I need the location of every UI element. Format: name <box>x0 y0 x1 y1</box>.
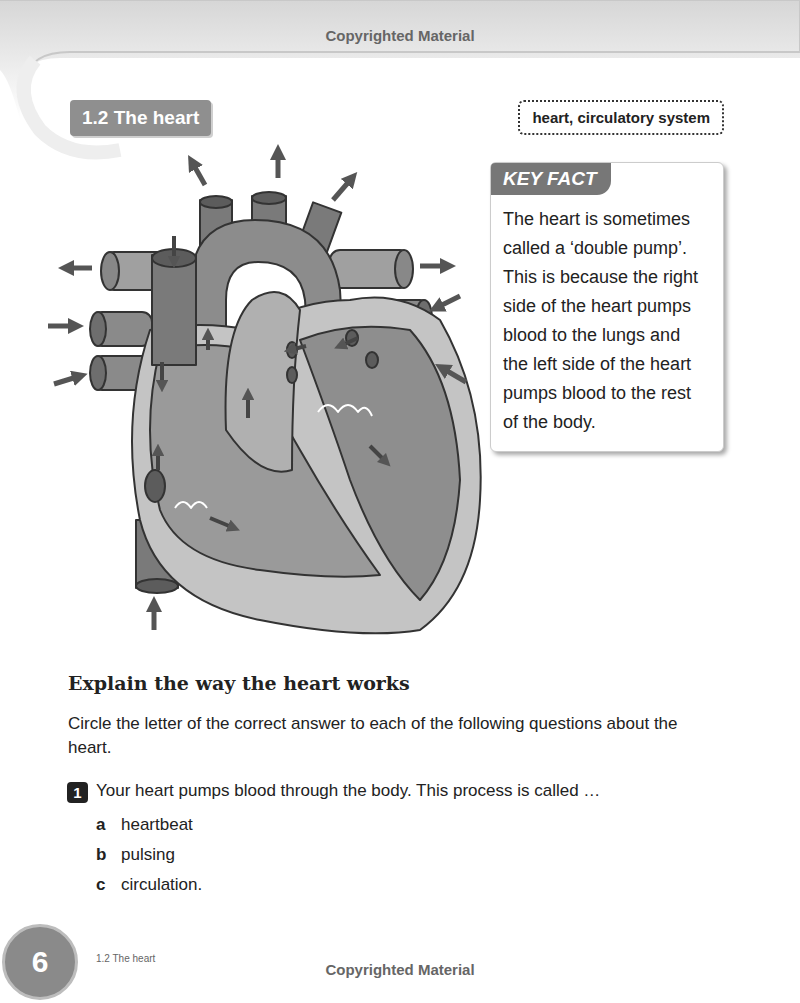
question-number: 1 <box>67 782 88 803</box>
option-text: heartbeat <box>121 815 193 835</box>
question-text: Your heart pumps blood through the body.… <box>96 781 786 801</box>
box-text: 1 <box>70 782 85 803</box>
box-text: The heart is sometimes called a ‘double … <box>491 205 723 437</box>
option-letter: a <box>96 815 105 835</box>
page-number-circle: 6 <box>2 924 78 1000</box>
box-text: 6 <box>32 945 49 979</box>
topic-box: heart, circulatory system <box>518 100 724 135</box>
option-letter: b <box>96 845 106 865</box>
key-fact-box: KEY FACT The heart is sometimes called a … <box>490 162 724 452</box>
section-heading: Explain the way the heart works <box>68 672 410 694</box>
copyright-note: Copyrighted Material <box>0 961 800 978</box>
section-tab: 1.2 The heart <box>70 100 211 136</box>
copyright-note: Copyrighted Material <box>0 27 800 44</box>
option-text: pulsing <box>121 845 175 865</box>
box-text: heart, circulatory system <box>532 109 710 126</box>
option-text: circulation. <box>121 875 202 895</box>
box-heading: KEY FACT <box>491 163 611 195</box>
option-letter: c <box>96 875 105 895</box>
footer-section: 1.2 The heart <box>96 953 155 964</box>
instruction: Circle the letter of the correct answer … <box>68 712 718 760</box>
